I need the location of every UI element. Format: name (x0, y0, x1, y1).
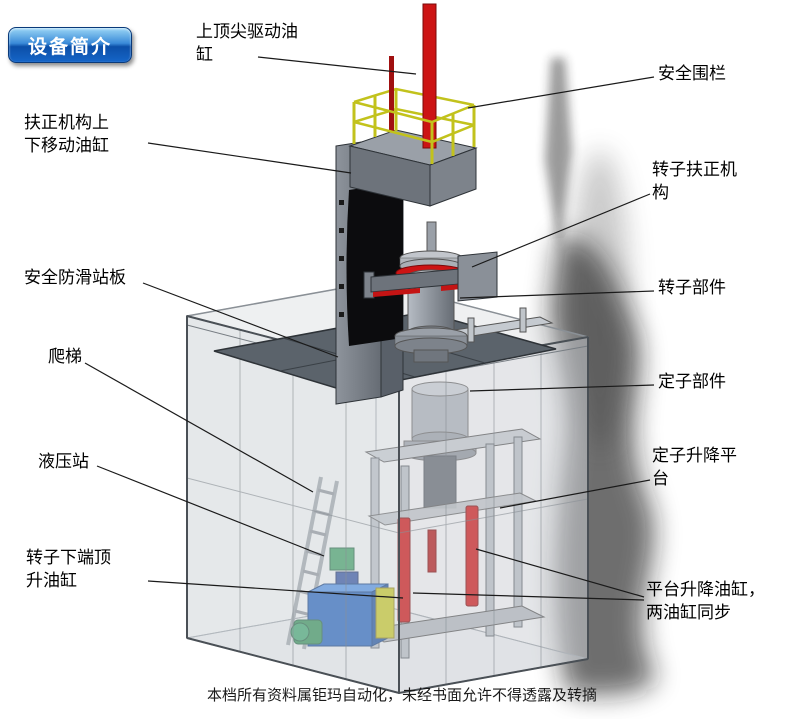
column-bolts (339, 200, 344, 317)
leader-lift-cyl-right (475, 548, 645, 598)
label-platform-lift-cylinders: 平台升降油缸， 两油缸同步 (646, 580, 765, 622)
label-top-tip-drive-cylinder: 上顶尖驱动油 缸 (196, 22, 298, 64)
leader-top-cylinder (257, 56, 417, 75)
label-hydraulic-station: 液压站 (38, 452, 89, 471)
rotor-jack-cylinder (427, 529, 437, 573)
lift-cylinder-right (465, 505, 479, 607)
platform-lift-cylinders (397, 505, 479, 623)
label-stator-component: 定子部件 (658, 372, 726, 391)
shadow-smudge (545, 58, 656, 695)
label-rotor-centering-mechanism: 转子扶正机 构 (652, 160, 737, 202)
label-rotor-component: 转子部件 (658, 278, 726, 297)
label-rotor-bottom-jack: 转子下端顶 升油缸 (26, 548, 111, 590)
leader-rotor (459, 290, 655, 299)
rotor-centering-mechanism (363, 251, 498, 302)
leader-centering-mechanism (471, 193, 651, 268)
leader-lift-platform (499, 479, 651, 509)
pit-front-walls (186, 315, 589, 695)
leader-ladder (84, 362, 314, 493)
label-anti-slip-platform: 安全防滑站板 (24, 268, 126, 287)
hydraulic-station (290, 547, 395, 647)
leader-safety-fence (467, 76, 655, 109)
top-drive-cylinder (389, 3, 437, 149)
leader-anti-slip (142, 282, 339, 358)
top-head-box (348, 129, 478, 207)
rotor-assembly (394, 221, 468, 363)
label-ladder: 爬梯 (48, 347, 82, 366)
label-stator-lift-platform: 定子升降平 台 (652, 446, 737, 488)
leader-lines (84, 56, 655, 601)
footer-copyright: 本档所有资料属钜玛自动化，未经书面允许不得透露及转摘 (206, 687, 597, 704)
leader-jack-cylinder (147, 580, 404, 599)
label-centering-updown-cylinder: 扶正机构上 下移动油缸 (24, 113, 109, 155)
label-safety-fence: 安全围栏 (658, 64, 726, 83)
hydraulic-yellow-unit (375, 587, 395, 639)
title-badge: 设备简介 (8, 27, 132, 63)
leader-stator (469, 384, 655, 392)
leader-centering-cylinder (147, 142, 352, 174)
leader-hydraulic (96, 465, 325, 557)
leader-lift-cyl-left (412, 592, 645, 601)
safety-railing-front (353, 100, 475, 164)
